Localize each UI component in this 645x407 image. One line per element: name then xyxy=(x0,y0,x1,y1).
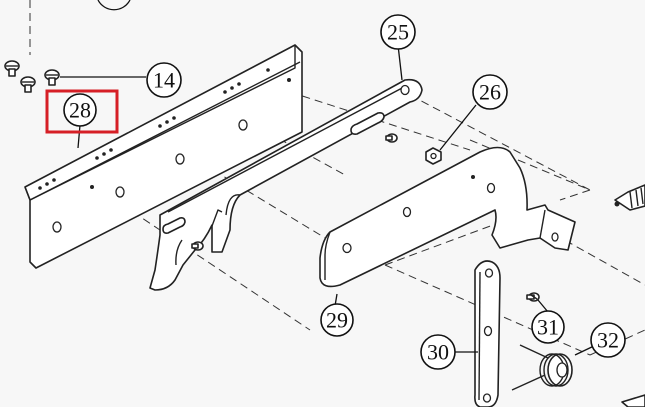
right-edge-fitting xyxy=(614,184,645,407)
callout-28: 28 xyxy=(45,89,119,134)
screw-3 xyxy=(44,69,60,86)
callout-26-label: 26 xyxy=(479,80,501,105)
callout-25: 25 xyxy=(380,14,416,50)
partial-callout-circle xyxy=(97,0,131,11)
part-32-torsion-spring xyxy=(511,344,573,391)
part-31-screw xyxy=(526,292,540,302)
callout-29-label: 29 xyxy=(326,308,348,333)
callout-30-label: 30 xyxy=(427,340,449,365)
part-30-flat-link xyxy=(474,260,501,407)
part-28-mounting-plate xyxy=(24,44,303,269)
callout-31-label: 31 xyxy=(537,315,559,340)
callout-26: 26 xyxy=(472,74,508,110)
callout-29: 29 xyxy=(320,303,354,337)
highlight-box-28 xyxy=(45,89,119,134)
part-25-bracket-arm xyxy=(149,78,423,291)
callout-25-label: 25 xyxy=(387,20,409,45)
callout-28-label: 28 xyxy=(69,98,91,123)
callout-32-label: 32 xyxy=(597,328,619,353)
callout-31: 31 xyxy=(531,310,565,344)
callout-32: 32 xyxy=(590,322,626,358)
callout-30: 30 xyxy=(420,334,456,370)
callout-14: 14 xyxy=(146,62,182,98)
callout-14-label: 14 xyxy=(153,68,175,93)
screw-2 xyxy=(20,76,36,93)
small-screw-lower xyxy=(191,241,204,251)
part-26-nut xyxy=(425,147,442,165)
screw-set-14 xyxy=(4,60,60,93)
leader-lines xyxy=(60,44,597,356)
part-29-large-plate xyxy=(319,146,576,288)
small-screw-upper xyxy=(385,133,398,143)
screw-1 xyxy=(4,60,20,77)
